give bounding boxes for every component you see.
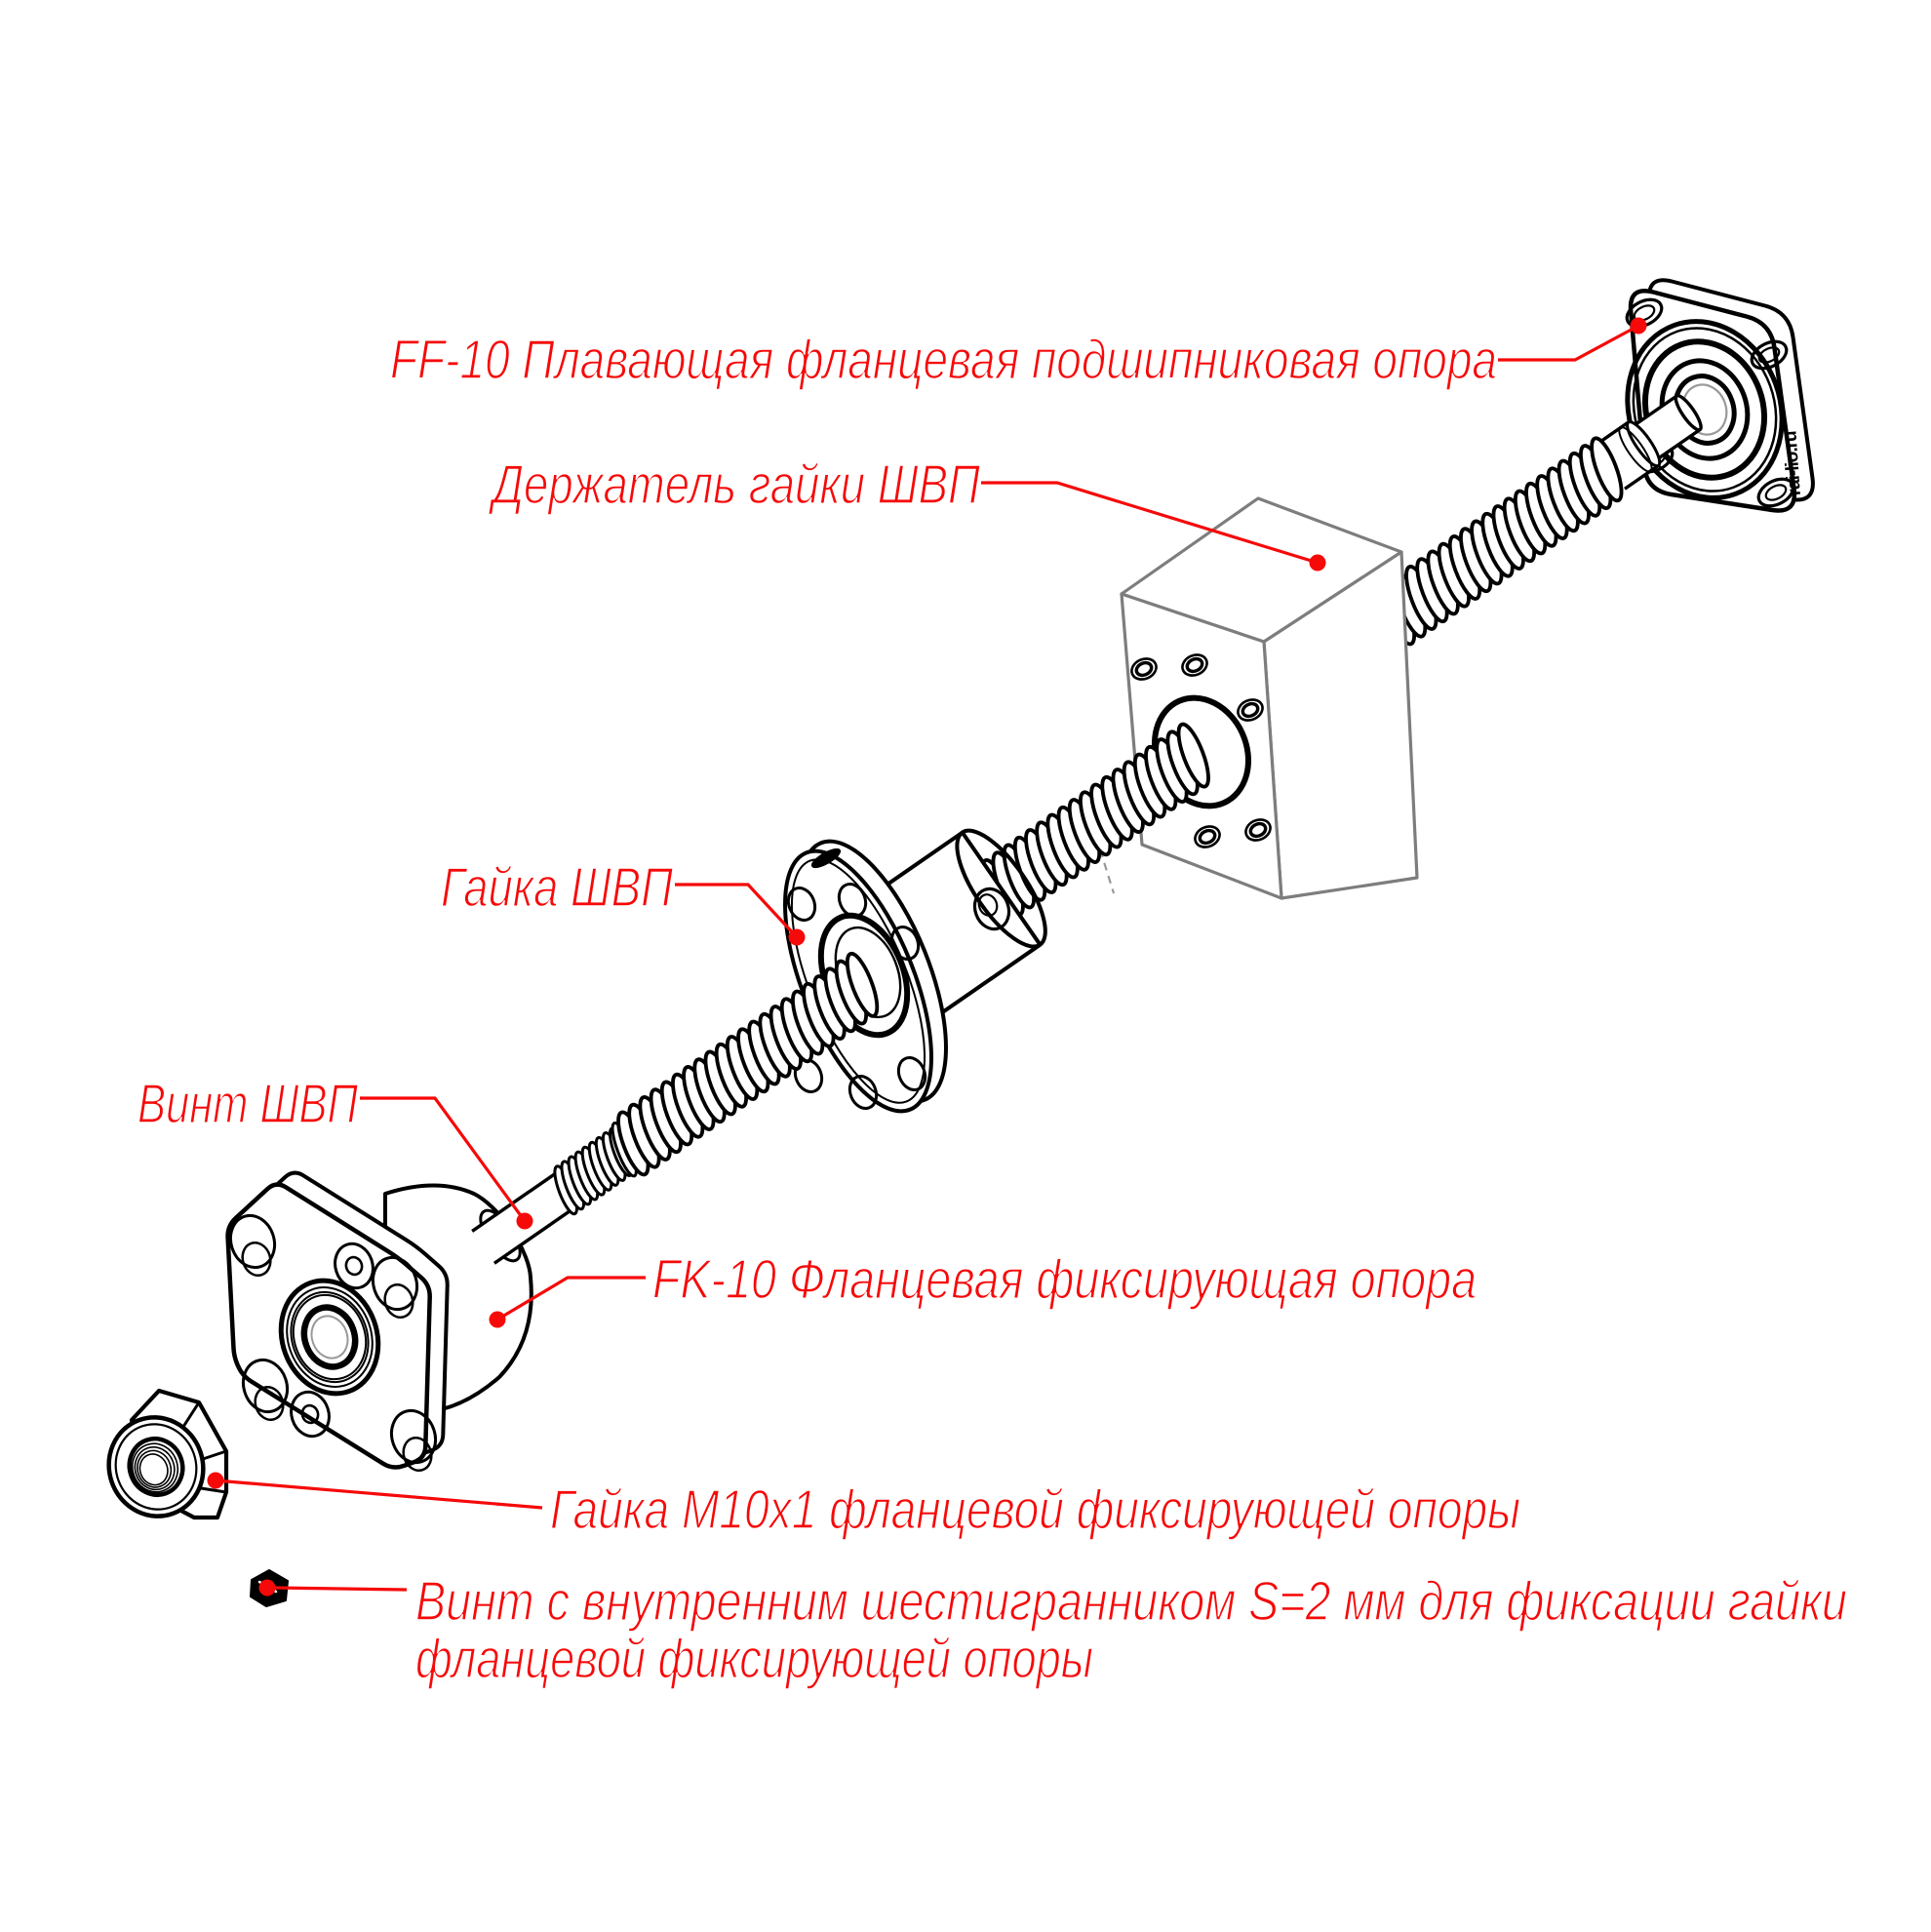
svg-text:Гайка M10x1 фланцевой фиксирую: Гайка M10x1 фланцевой фиксирующей опоры (550, 1479, 1520, 1541)
svg-text:rai-lio.ru: rai-lio.ru (1780, 430, 1805, 496)
svg-text:FK-10 Фланцевая фиксирующая оп: FK-10 Фланцевая фиксирующая опора (652, 1248, 1477, 1311)
svg-text:Винт с внутренним шестигранник: Винт с внутренним шестигранником S=2 мм … (415, 1570, 1847, 1633)
svg-text:Держатель гайки ШВП: Держатель гайки ШВП (488, 453, 980, 516)
svg-text:Гайка ШВП: Гайка ШВП (441, 856, 674, 919)
svg-text:фланцевой фиксирующей опоры: фланцевой фиксирующей опоры (415, 1628, 1093, 1690)
svg-text:FF-10 Плавающая фланцевая подш: FF-10 Плавающая фланцевая подшипниковая … (390, 329, 1497, 391)
svg-text:Винт ШВП: Винт ШВП (138, 1073, 359, 1135)
